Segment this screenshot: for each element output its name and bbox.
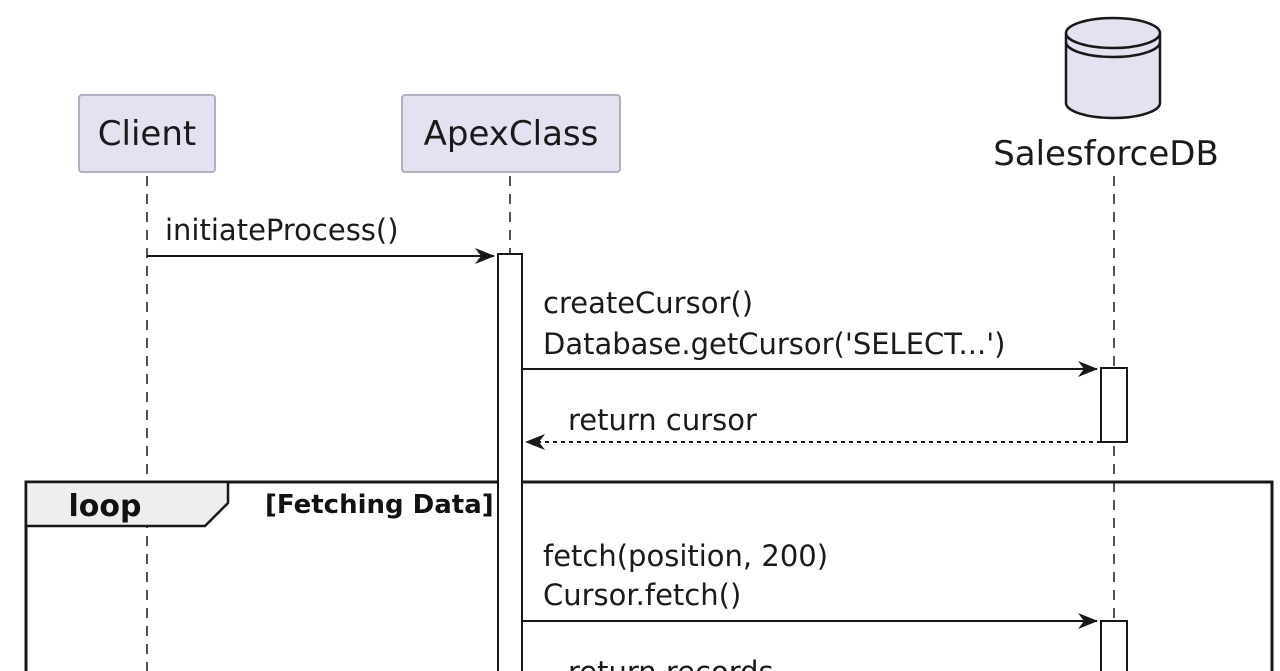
activation-db-2 <box>1100 620 1128 671</box>
loop-tab <box>24 480 230 528</box>
activation-apex <box>497 253 523 671</box>
message-create-cursor: createCursor() Database.getCursor('SELEC… <box>522 286 1098 377</box>
message-label: initiateProcess() <box>165 213 399 247</box>
participant-apexclass-label: ApexClass <box>424 114 599 154</box>
loop-frame <box>24 480 1274 671</box>
message-label: createCursor() <box>543 286 753 320</box>
participant-apexclass-box <box>401 94 621 173</box>
participant-client-box <box>78 94 216 173</box>
participant-apexclass[interactable]: ApexClass <box>401 94 621 173</box>
participant-salesforcedb[interactable]: SalesforceDB <box>993 16 1219 174</box>
message-label-line2: Cursor.fetch() <box>543 578 741 612</box>
loop-fragment: loop [Fetching Data] <box>24 480 1274 671</box>
message-initiate-process: initiateProcess() <box>147 213 495 264</box>
participant-salesforcedb-label: SalesforceDB <box>993 134 1219 174</box>
message-label: fetch(position, 200) <box>543 539 828 573</box>
message-label: return records <box>568 655 774 671</box>
message-return-records: return records <box>568 655 774 671</box>
activation-db-1 <box>1100 367 1128 443</box>
message-return-cursor: return cursor <box>525 403 1101 450</box>
message-fetch: fetch(position, 200) Cursor.fetch() <box>522 539 1098 629</box>
loop-keyword: loop <box>69 489 142 524</box>
participant-client-label: Client <box>98 114 196 154</box>
database-icon-top <box>1064 16 1162 50</box>
message-label: return cursor <box>568 403 757 437</box>
database-icon-rim <box>1064 41 1162 59</box>
message-label-line2: Database.getCursor('SELECT...') <box>543 327 1006 361</box>
participant-client[interactable]: Client <box>78 94 216 173</box>
loop-guard: [Fetching Data] <box>265 490 494 520</box>
